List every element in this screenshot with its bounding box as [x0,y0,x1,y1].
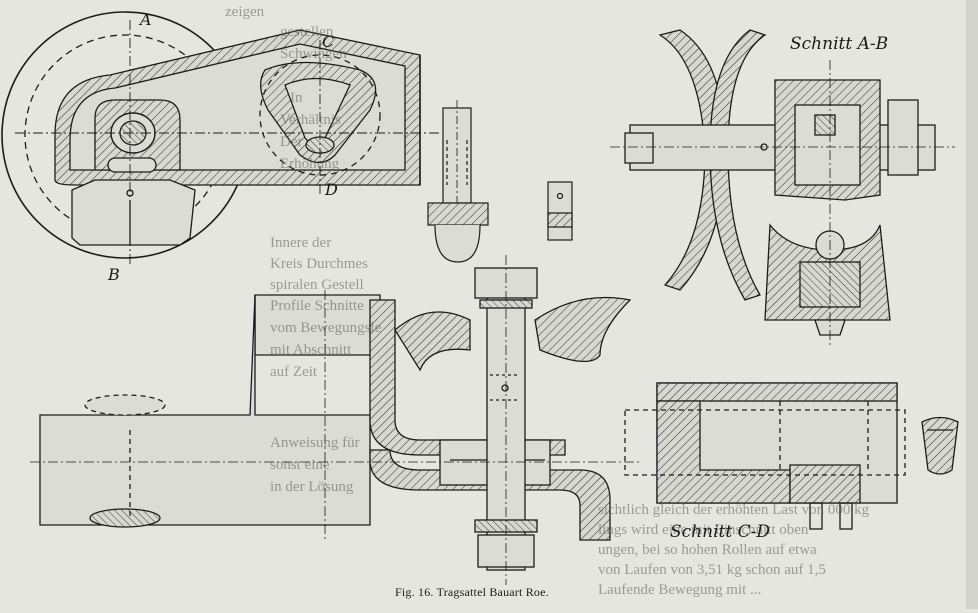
mark-c: C [322,32,335,51]
bleed-line: von Laufen von 3,51 kg schon auf 1,5 [598,562,826,578]
bleed-line: Der [280,134,303,150]
bleed-line: Schwingen [280,46,347,62]
section-title-c-d: Schnitt C-D [670,522,770,542]
bleed-line: sichtlich gleich der erhöhten Last von 0… [598,502,870,518]
bleed-line: spiralen Gestell [270,277,364,293]
mark-a: A [140,10,152,29]
bleed-line: sonst eine [270,457,330,473]
bleed-line: ungen, bei so hohen Rollen auf etwa [598,542,817,558]
center-lines [15,20,440,265]
bleed-line: lings wird eine mit Einschnitt oben [598,522,809,538]
bleed-line: in der Lösung [270,479,354,495]
mark-b: B [108,265,120,284]
bleed-line: Profile Schnitte [270,298,364,314]
section-a-b [610,29,955,345]
bleed-line: Erhöhung [280,156,340,172]
side-view [1,11,440,265]
bleed-line: Innere der [270,235,332,251]
bleed-line: In [290,90,303,106]
bleed-line: Verhältnis [280,112,341,128]
bleed-line: Kreis Durchmes [270,256,368,272]
bleed-line: vom Bewegungsle [270,320,382,336]
mark-d: D [325,180,338,199]
pin-detail [427,100,489,263]
plan-section [30,255,640,585]
bleed-line: mit Abschnitt [270,342,352,358]
bleed-line: Anweisung für [270,435,360,451]
bleed-line: Laufende Bewegung mit ... [598,582,762,598]
bleed-line: zeigen [225,4,265,20]
bleed-line: gestellen [280,24,334,40]
lower-lug [71,179,196,246]
key-detail [547,181,573,241]
figure-caption: Fig. 16. Tragsattel Bauart Roe. [395,585,549,599]
bleed-line: auf Zeit [270,364,318,380]
section-c-d [624,382,959,530]
section-title-a-b: Schnitt A-B [790,34,889,54]
